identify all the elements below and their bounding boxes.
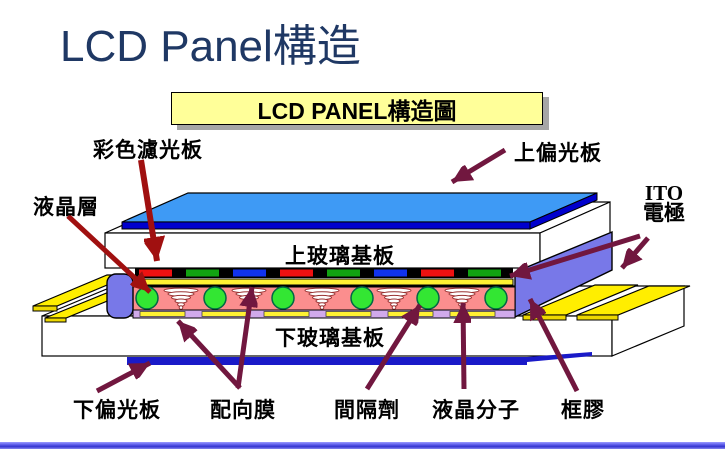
label-top-polarizer: 上偏光板 — [514, 142, 602, 165]
label-alignment-film: 配向膜 — [210, 399, 276, 422]
arrow-top-polarizer — [450, 147, 507, 185]
spacer-balls — [135, 286, 508, 310]
arrow-bottom-polarizer — [95, 360, 152, 394]
arrow-color-filter — [138, 159, 157, 262]
label-ito-line1: ITO — [644, 181, 684, 205]
diagram-banner: LCD PANEL構造圖 — [171, 92, 543, 125]
color-filter-base — [135, 268, 513, 278]
arrow-lc-molecule — [463, 302, 464, 390]
arrow-sealant — [527, 297, 580, 393]
lower-glass-label: 下玻璃基板 — [275, 326, 385, 350]
upper-glass-label: 上玻璃基板 — [285, 244, 395, 268]
arrow-ito-upper — [509, 233, 641, 276]
top-polarizer-right-edge — [529, 192, 598, 230]
top-polarizer-top-face — [121, 192, 598, 223]
ito-strip-right-front-lip — [522, 314, 567, 321]
label-bottom-polarizer: 下偏光板 — [73, 399, 161, 422]
arrow-ito-lower — [620, 236, 650, 270]
top-polarizer-front-edge — [121, 221, 531, 230]
color-filter-segments — [139, 269, 501, 277]
bottom-polarizer-bar — [127, 357, 527, 365]
label-lc-layer: 液晶層 — [33, 196, 99, 219]
arrow-lc-layer — [66, 214, 152, 294]
ito-strip-left-front-lip — [44, 317, 67, 323]
label-color-filter: 彩色濾光板 — [93, 139, 203, 162]
lower-alignment-strip — [132, 309, 516, 319]
ito-strip-left-back-lip — [32, 305, 58, 312]
arrow-alignment-upper — [235, 286, 252, 389]
label-ito-line2: 電極 — [643, 201, 685, 225]
ito-strip-right-back-lip — [576, 314, 619, 321]
sealant-left-cap — [106, 273, 134, 319]
slide-footer-divider — [0, 442, 725, 449]
label-lc-molecule: 液晶分子 — [432, 399, 520, 422]
arrow-alignment-lower — [176, 319, 242, 390]
arrow-spacer — [364, 303, 423, 391]
label-sealant: 框膠 — [561, 399, 605, 422]
label-spacer: 間隔劑 — [334, 399, 400, 422]
upper-ito-strip — [134, 278, 514, 286]
label-ito-electrode: ITO 電極 — [630, 181, 698, 225]
page-title: LCD Panel構造 — [60, 22, 361, 71]
